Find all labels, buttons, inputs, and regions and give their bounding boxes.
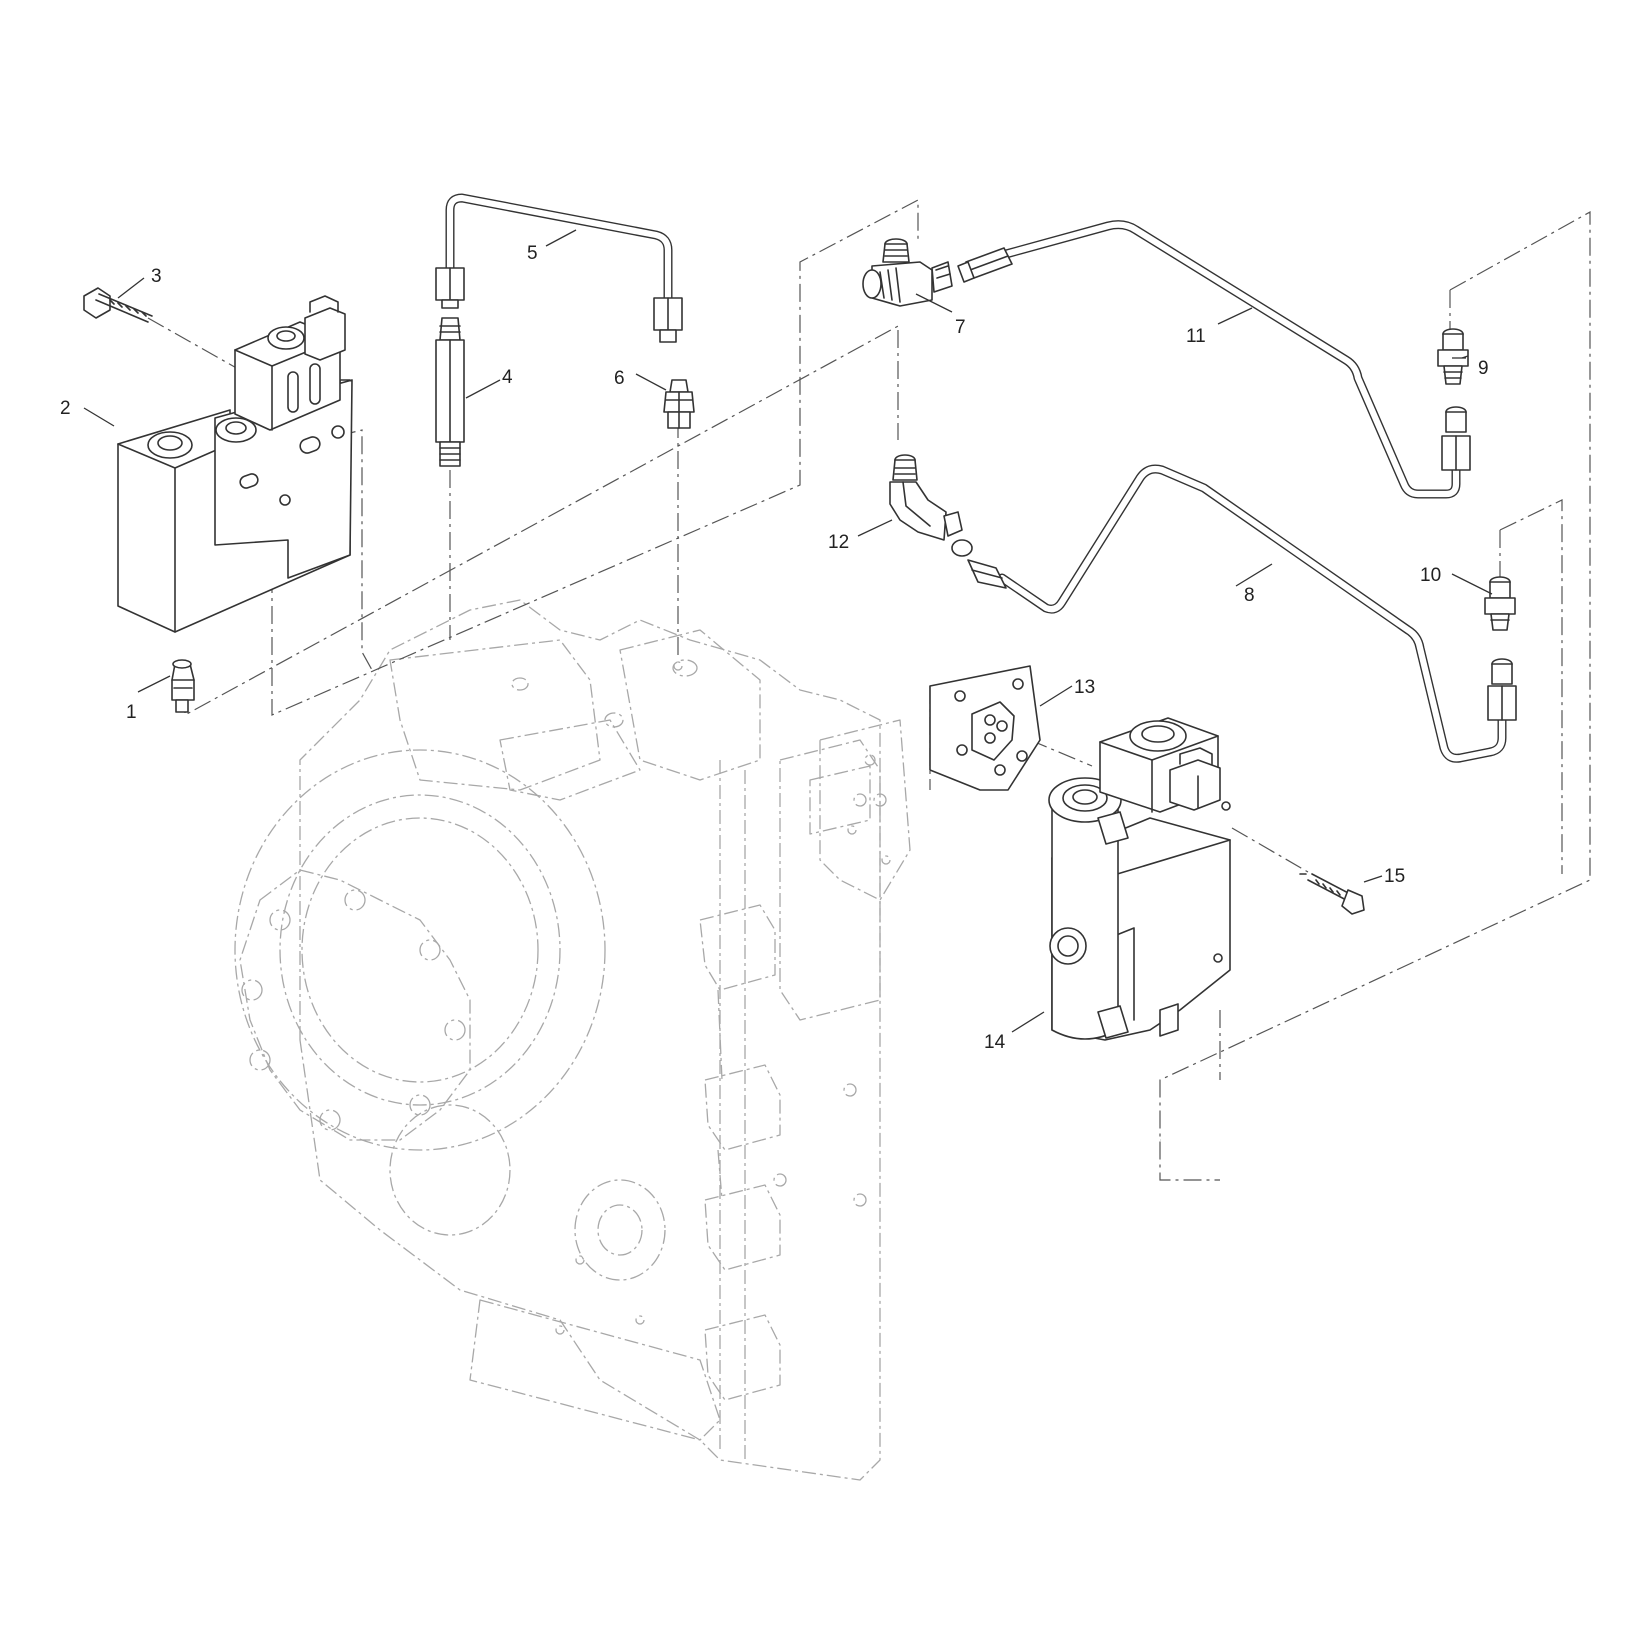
bolt-3 [83, 287, 153, 323]
callout-6: 6 [614, 368, 625, 389]
callout-12: 12 [828, 532, 849, 553]
callout-11: 11 [1186, 326, 1206, 347]
leader-lines [83, 229, 1493, 1033]
tee-fitting-7 [862, 238, 953, 307]
callout-1: 1 [126, 702, 137, 723]
callout-9: 9 [1478, 358, 1489, 379]
gasket-13 [929, 665, 1041, 791]
transmission-housing-ghost [234, 599, 911, 1481]
tube-5 [435, 193, 683, 343]
callout-5: 5 [527, 243, 538, 264]
nipple-4 [435, 317, 465, 467]
fitting-10 [1484, 576, 1516, 631]
callout-4: 4 [502, 367, 513, 388]
fitting-6 [663, 379, 695, 429]
fitting-9 [1437, 328, 1469, 385]
callout-3: 3 [151, 266, 162, 287]
callout-13: 13 [1074, 677, 1095, 698]
fitting-1 [171, 659, 195, 713]
tube-11 [957, 220, 1471, 499]
valve-assembly-14 [1048, 717, 1231, 1041]
callout-14: 14 [984, 1032, 1006, 1053]
elbow-12 [889, 454, 963, 541]
callout-10: 10 [1420, 565, 1441, 586]
callout-8: 8 [1244, 585, 1255, 606]
valve-block-2 [117, 295, 353, 633]
screw-15 [1299, 873, 1365, 915]
callout-2: 2 [60, 398, 71, 419]
callout-7: 7 [955, 317, 966, 338]
assembly-centerlines [147, 199, 1591, 1181]
callout-15: 15 [1384, 866, 1405, 887]
tube-8 [951, 464, 1517, 763]
callout-labels: 1 2 3 4 5 6 7 8 9 10 11 12 13 14 15 [60, 243, 1489, 1053]
